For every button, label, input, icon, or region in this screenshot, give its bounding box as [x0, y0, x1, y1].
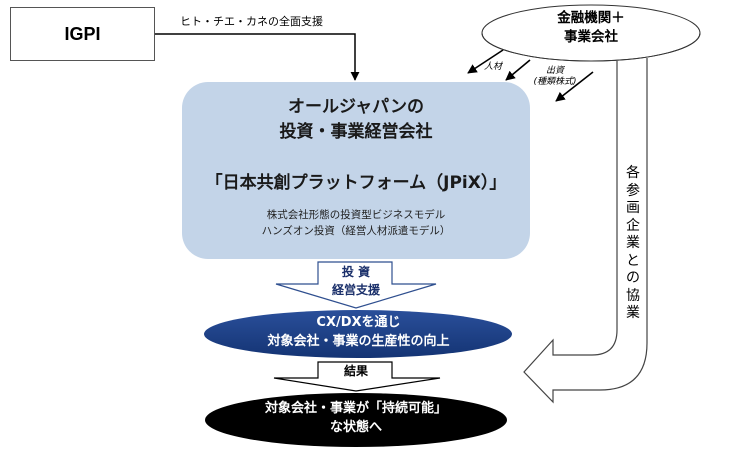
collaboration-u-arrow: [523, 58, 648, 404]
igpi-support-connector: [155, 33, 360, 81]
investment-support-line-2: 経営支援: [331, 283, 380, 297]
result-label: 結果: [343, 364, 368, 378]
productivity-line-1: CX/DXを通じ: [316, 315, 401, 330]
igpi-label: IGPI: [64, 23, 101, 44]
investment-label-2: (種類株式): [533, 77, 577, 87]
collaboration-label: 各参画企業との協業: [626, 165, 640, 321]
result-arrow: [273, 361, 441, 392]
sustainable-label: 対象会社・事業が「持続可能」 な状態へ: [205, 399, 507, 437]
investment-support-line-1: 投 資: [341, 265, 371, 279]
investment-arrow-2: [555, 71, 594, 102]
investment-support-arrow: [275, 261, 437, 309]
investment-label: 出資 (種類株式): [530, 66, 580, 88]
igpi-support-label: ヒト・チエ・カネの全面支援: [180, 15, 323, 28]
jpix-description-line-1: 株式会社形態の投資型ビジネスモデル: [266, 209, 446, 221]
jpix-title-line-2: 投資・事業経営会社: [279, 122, 433, 142]
jpix-name: 「日本共創プラットフォーム（JPiX）」: [205, 173, 507, 193]
productivity-line-2: 対象会社・事業の生産性の向上: [267, 334, 450, 349]
jpix-title-line-1: オールジャパンの: [288, 97, 424, 117]
jpix-box: [182, 82, 530, 259]
productivity-label: CX/DXを通じ 対象会社・事業の生産性の向上: [205, 313, 512, 351]
investment-arrow-1: [505, 59, 531, 81]
sustainable-ellipse: [205, 393, 507, 447]
jpix-description-line-2: ハンズオン投資（経営人材派遣モデル）: [261, 225, 451, 237]
people-arrow: [467, 49, 504, 74]
investment-support-label: 投 資 経営支援: [318, 263, 394, 299]
jpix-description: 株式会社形態の投資型ビジネスモデル ハンズオン投資（経営人材派遣モデル）: [182, 207, 530, 239]
igpi-box: IGPI: [10, 7, 155, 61]
productivity-ellipse: [204, 310, 512, 358]
sustainable-line-2: な状態へ: [329, 420, 382, 435]
financial-ellipse-edge: [481, 32, 701, 62]
financial-line-1: 金融機関＋: [557, 10, 625, 26]
jpix-title: オールジャパンの 投資・事業経営会社: [182, 95, 530, 145]
investment-label-1: 出資: [545, 66, 564, 76]
people-label: 人材: [484, 62, 503, 72]
financial-institutions-label: 金融機関＋ 事業会社: [482, 9, 700, 47]
sustainable-line-1: 対象会社・事業が「持続可能」: [264, 401, 447, 416]
financial-line-2: 事業会社: [564, 29, 618, 45]
